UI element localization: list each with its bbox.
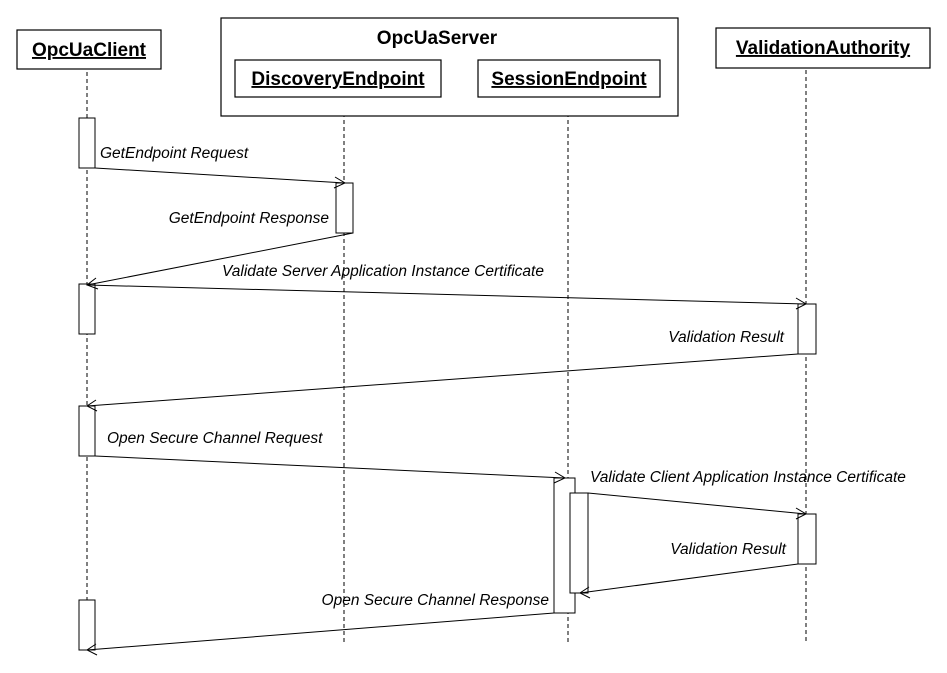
message-label: GetEndpoint Response: [169, 210, 330, 227]
server-title: OpcUaServer: [377, 28, 498, 49]
arrowhead-icon: [795, 507, 808, 520]
arrow-line: [86, 612, 555, 651]
arrowhead-icon: [553, 471, 567, 484]
discovery-box: [234, 59, 442, 98]
authority-activation-1: [797, 303, 817, 355]
arrow-line: [86, 353, 799, 407]
arrowhead-icon: [86, 399, 98, 412]
arrow-line: [94, 167, 346, 184]
arrowhead-icon: [579, 586, 591, 599]
discovery-activation: [335, 182, 354, 234]
client-activation-3: [78, 405, 96, 457]
authority-activation-2: [797, 513, 817, 565]
arrowhead-icon: [795, 297, 808, 310]
client-box: [16, 29, 162, 70]
arrow-line: [579, 563, 799, 594]
message-label: Validate Server Application Instance Cer…: [222, 263, 544, 280]
message-label: Validation Result: [670, 541, 786, 558]
authority-participant: ValidationAuthority: [715, 27, 931, 69]
authority-box: [715, 27, 931, 69]
client-activation-1: [78, 117, 96, 169]
session-box: [477, 59, 661, 98]
message-validate-client-cert: Validate Client Application Instance Cer…: [587, 469, 906, 520]
message-label: Open Secure Channel Request: [107, 430, 323, 447]
arrow-line: [86, 284, 807, 305]
message-label: Validation Result: [668, 329, 784, 346]
client-participant: OpcUaClient: [16, 29, 162, 70]
client-activation-4: [78, 599, 96, 651]
message-label: GetEndpoint Request: [100, 145, 249, 162]
arrow-line: [587, 492, 807, 515]
session-activation-inner: [569, 492, 589, 594]
client-activation-2: [78, 283, 96, 335]
session-title: SessionEndpoint: [491, 69, 647, 90]
arrow-line: [94, 455, 566, 479]
client-title: OpcUaClient: [32, 40, 147, 61]
message-open-secure-channel-request: Open Secure Channel Request: [94, 430, 567, 484]
discovery-title: DiscoveryEndpoint: [251, 69, 425, 90]
authority-title: ValidationAuthority: [736, 38, 911, 59]
arrowhead-icon: [86, 643, 98, 656]
message-label: Open Secure Channel Response: [322, 592, 550, 609]
message-open-secure-channel-response: Open Secure Channel Response: [86, 592, 555, 656]
arrowhead-icon: [333, 176, 347, 189]
message-validation-result-1: Validation Result: [86, 329, 799, 412]
message-get-endpoint-request: GetEndpoint Request: [94, 145, 347, 189]
message-validation-result-2: Validation Result: [579, 541, 799, 599]
message-label: Validate Client Application Instance Cer…: [590, 469, 906, 486]
arrow-line: [86, 232, 354, 286]
server-participant: OpcUaServer DiscoveryEndpoint SessionEnd…: [220, 17, 679, 117]
message-get-endpoint-response: GetEndpoint Response: [85, 210, 354, 290]
message-validate-server-cert: Validate Server Application Instance Cer…: [86, 263, 808, 310]
